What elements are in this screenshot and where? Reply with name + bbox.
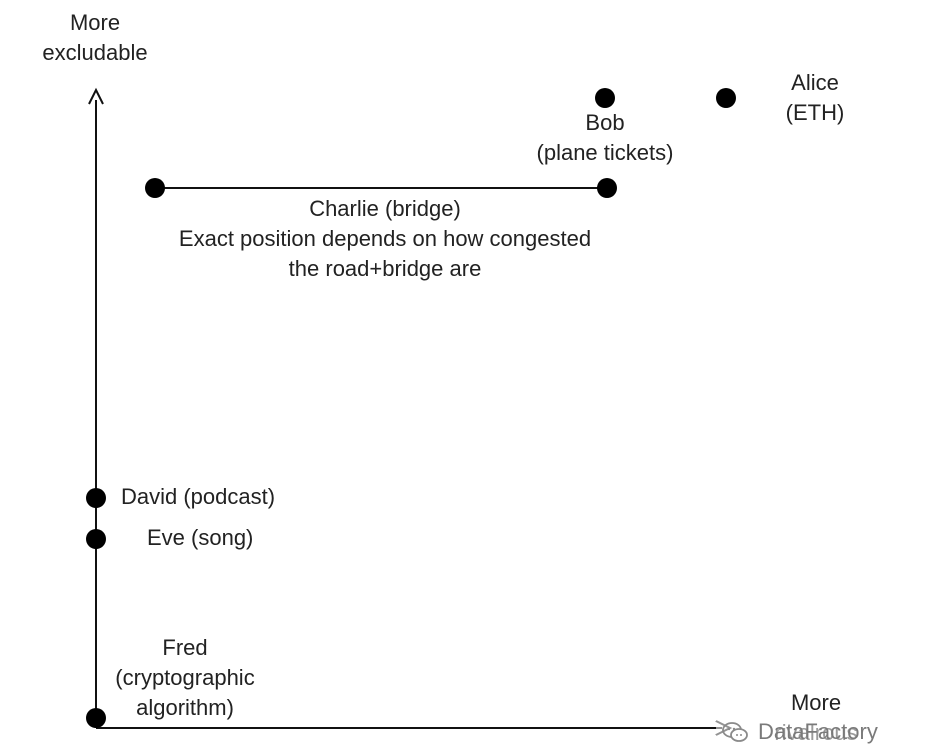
eve-label: Eve (song) — [147, 525, 254, 550]
bob-label-line1: Bob — [585, 110, 625, 135]
charlie-right-point — [597, 178, 617, 198]
alice-label: Alice (ETH) — [765, 68, 865, 128]
y-axis-arrowhead — [88, 87, 104, 105]
david-label: David (podcast) — [121, 484, 276, 509]
bob-label: Bob (plane tickets) — [510, 108, 700, 168]
y-axis-label-line2: excludable — [42, 40, 148, 65]
fred-label-line3: algorithm) — [136, 695, 234, 720]
eve-point — [86, 529, 106, 549]
charlie-label-line3: the road+bridge are — [288, 256, 482, 281]
charlie-left-point — [145, 178, 165, 198]
watermark: DataFactory — [716, 718, 882, 746]
fred-label: Fred (cryptographic algorithm) — [103, 633, 267, 723]
fred-point — [86, 708, 106, 728]
david-point — [86, 488, 106, 508]
wechat-icon — [720, 720, 750, 744]
y-axis-label: More excludable — [30, 8, 160, 68]
charlie-label-line2: Exact position depends on how congested — [178, 226, 592, 251]
bob-label-line2: (plane tickets) — [536, 140, 674, 165]
bob-point — [595, 88, 615, 108]
fred-label-line2: (cryptographic — [115, 665, 255, 690]
fred-label-line1: Fred — [162, 635, 208, 660]
watermark-text: DataFactory — [758, 719, 878, 744]
charlie-label: Charlie (bridge) Exact position depends … — [145, 194, 625, 284]
alice-label-line1: Alice — [791, 70, 839, 95]
charlie-label-line1: Charlie (bridge) — [309, 196, 461, 221]
x-axis-label-line1: More — [790, 690, 842, 715]
y-axis-label-line1: More — [69, 10, 121, 35]
alice-label-line2: (ETH) — [785, 100, 845, 125]
alice-point — [716, 88, 736, 108]
